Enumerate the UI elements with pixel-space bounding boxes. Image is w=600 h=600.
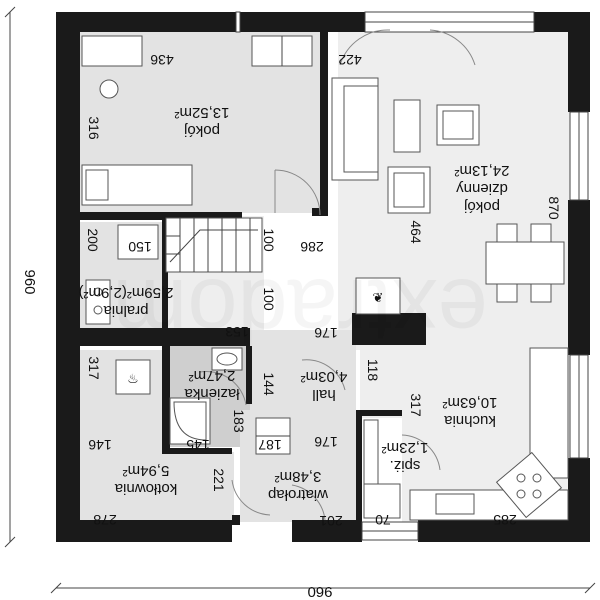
dim-spiz-a: 70 [375, 512, 391, 528]
dim-wiatrolap-a: 187 [258, 437, 282, 453]
dim-stairs-a: 100 [261, 228, 277, 252]
dim-pokoj-side: 316 [86, 116, 102, 140]
dim-stairs-c: 286 [300, 239, 324, 255]
dim-lazienka-b: 183 [231, 409, 247, 433]
dim-kotlownia-c: 278 [93, 512, 117, 528]
dim-kuchnia-b: 285 [493, 512, 517, 528]
dim-kotlownia-d: 221 [211, 468, 227, 492]
dim-lazienka-a: 144 [261, 372, 277, 396]
label-wiatrolap-area: 3,48m² [275, 468, 322, 485]
label-pralnia-name: pralnia [103, 302, 149, 319]
dim-wiatrolap-b: 201 [319, 513, 343, 529]
dim-stairs-b: 100 [261, 287, 277, 311]
furniture-kotlownia: ♨ [115, 359, 151, 395]
furniture-wiatrolap [255, 417, 291, 455]
label-pokoj-name: pokój [184, 122, 220, 139]
dim-kuchnia-a: 317 [408, 393, 424, 417]
watermark: extradom [112, 260, 487, 360]
svg-text:♨: ♨ [127, 371, 139, 386]
label-kuchnia-name: kuchnia [443, 412, 495, 429]
furniture-spiz [363, 419, 401, 519]
doors [199, 29, 476, 521]
walls [56, 12, 590, 542]
outer-dimension-lines [4, 6, 596, 594]
svg-text:❦: ❦ [373, 290, 384, 305]
label-kuchnia-area: 10,63m² [442, 394, 497, 411]
dim-lazienka-c: 145 [186, 437, 210, 453]
label-pokoj-area: 13,52m² [174, 104, 229, 121]
furniture-kuchnia [409, 347, 569, 521]
furniture-pralnia [85, 224, 159, 325]
label-dzienny-name2: dzienny [456, 180, 508, 197]
furniture-salon: ❦ [331, 77, 565, 315]
label-pralnia-area: 2,59m²(2,9m²) [78, 284, 173, 301]
label-dzienny-name1: pokój [464, 198, 500, 215]
windows [235, 11, 589, 541]
stairs [165, 217, 263, 273]
inner-dimensions: 436 316 422 870 464 200 150 153 100 100 … [85, 52, 562, 529]
label-kotlownia-name: kotłownia [114, 480, 177, 497]
label-hall-name: hall [312, 386, 335, 403]
dim-dzienny-inner: 464 [408, 220, 424, 244]
dim-hall-a: 118 [365, 359, 381, 382]
dim-dzienny-top: 422 [338, 52, 362, 68]
overall-width: 960 [307, 583, 332, 600]
dim-kotlownia-a: 317 [86, 356, 102, 380]
room-labels: pokój 13,52m² pokój dzienny 24,13m² pral… [78, 104, 509, 503]
furniture-pokoj [81, 35, 313, 206]
dim-pralnia-a: 200 [85, 228, 101, 252]
furniture-lazienka [169, 347, 243, 445]
dim-pralnia-c: 153 [225, 324, 249, 340]
label-kotlownia-area: 5,94m² [123, 462, 170, 479]
dim-kotlownia-b: 146 [88, 437, 112, 453]
label-hall-area: 4,03m² [301, 368, 348, 385]
label-spiz-name: spiż. [390, 457, 421, 474]
dim-pralnia-b: 150 [128, 239, 152, 255]
dim-pokoj-top: 436 [150, 52, 174, 68]
dim-hall-b: 176 [314, 434, 338, 450]
label-dzienny-area: 24,13m² [454, 162, 509, 179]
label-lazienka-name: łazienka [184, 385, 240, 402]
overall-height: 960 [21, 269, 38, 294]
dim-dzienny-side: 870 [546, 196, 562, 220]
label-wiatrolap-name: wiatrołap [268, 486, 329, 503]
label-lazienka-area: 2,47m² [189, 367, 236, 384]
floor-kotlownia-2 [80, 452, 234, 522]
label-spiz-area: 1,23m² [382, 439, 429, 456]
dim-stairs-d: 176 [314, 325, 338, 341]
